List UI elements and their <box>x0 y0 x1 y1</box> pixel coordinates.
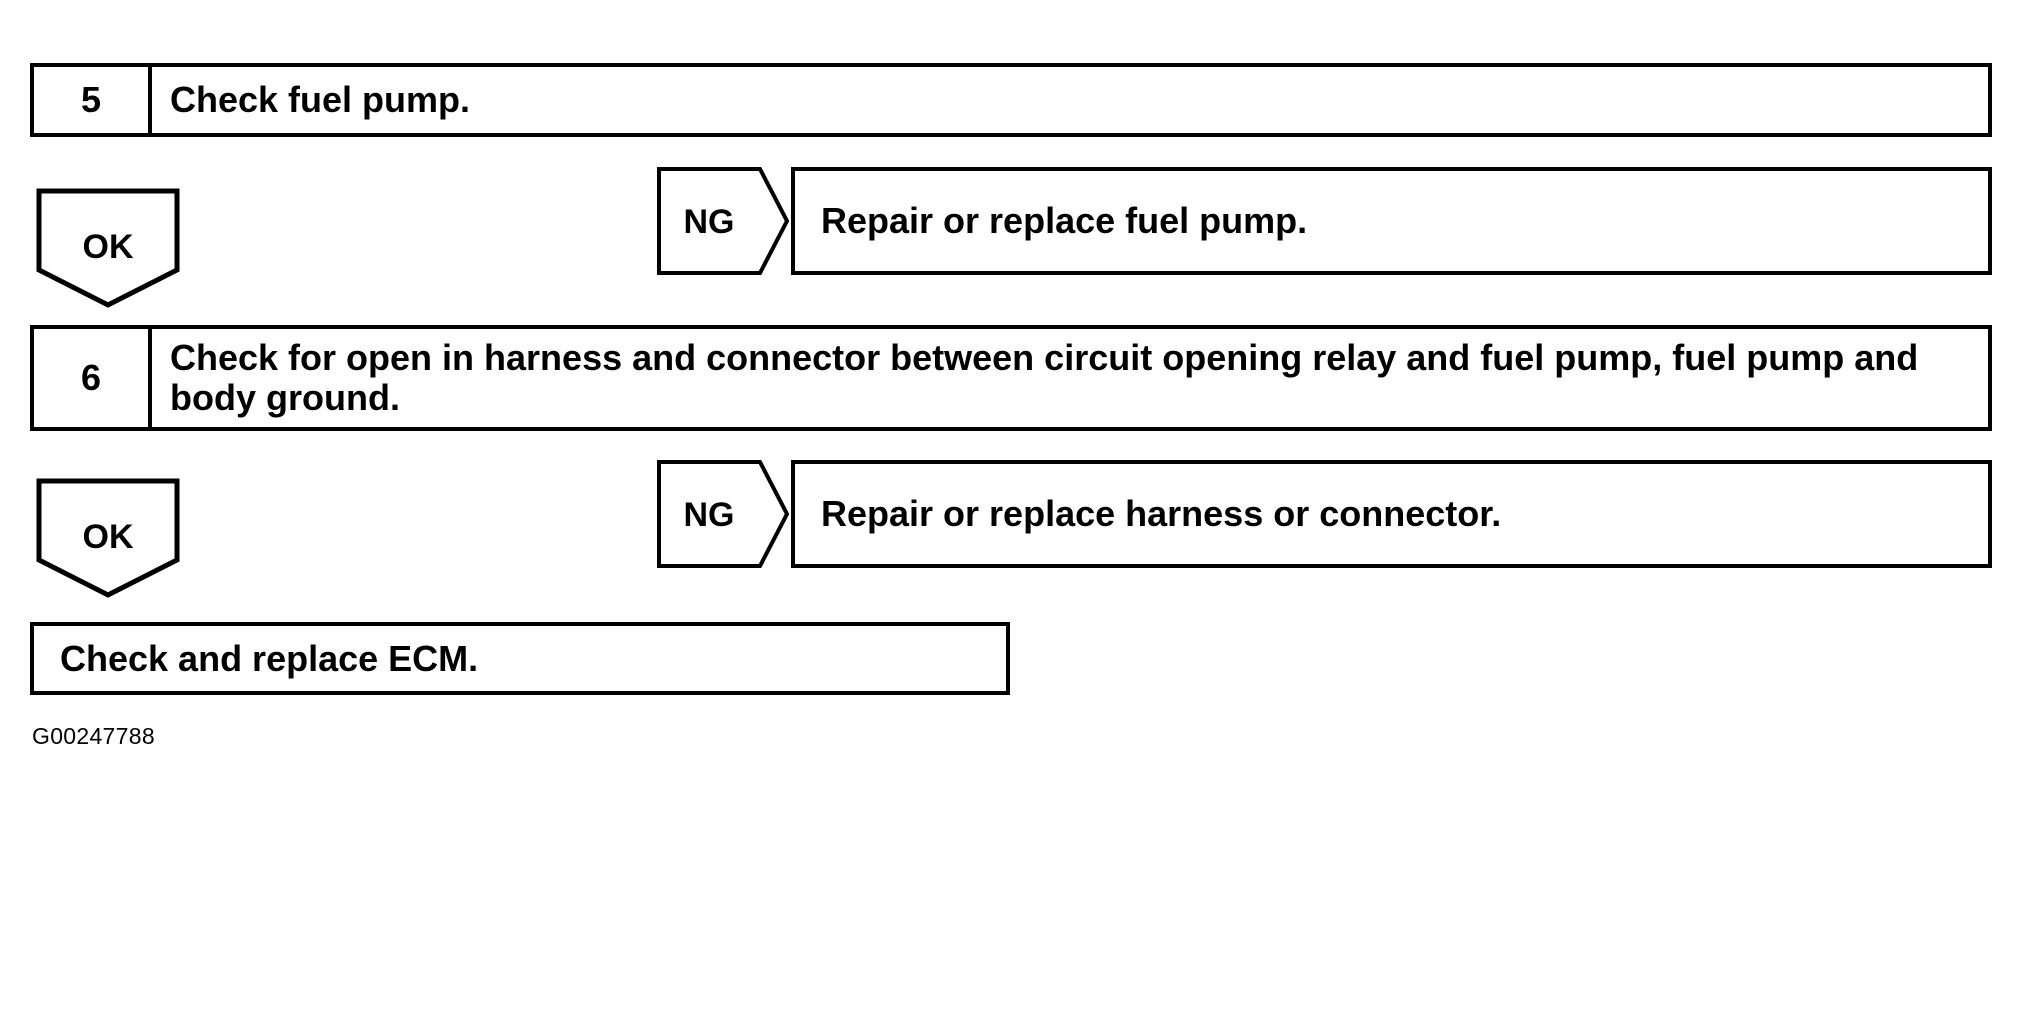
step-number-5: 5 <box>34 67 152 133</box>
ng-result-box-1: Repair or replace fuel pump. <box>791 167 1992 275</box>
step-number-6: 6 <box>34 329 152 427</box>
ng-arrow-1: NG <box>657 167 789 275</box>
ng-result-text-2: Repair or replace harness or connector. <box>821 493 1502 534</box>
ng-arrow-1-shape <box>657 167 789 275</box>
step-text-5: Check fuel pump. <box>170 78 471 120</box>
final-action-text: Check and replace ECM. <box>60 637 479 679</box>
step-box-5: 5 Check fuel pump. <box>30 63 1992 137</box>
final-action-box: Check and replace ECM. <box>30 622 1010 695</box>
ok-arrow-1-shape <box>36 188 180 308</box>
ok-arrow-2: OK <box>36 478 180 598</box>
step-text-6: Check for open in harness and connector … <box>170 336 1919 418</box>
step-box-6: 6 Check for open in harness and connecto… <box>30 325 1992 431</box>
ok-arrow-1: OK <box>36 188 180 308</box>
ng-result-text-1: Repair or replace fuel pump. <box>821 200 1308 241</box>
ok-arrow-2-shape <box>36 478 180 598</box>
figure-id-label: G00247788 <box>32 723 155 749</box>
ng-arrow-2-shape <box>657 460 789 568</box>
ng-result-box-2: Repair or replace harness or connector. <box>791 460 1992 568</box>
ng-arrow-2: NG <box>657 460 789 568</box>
